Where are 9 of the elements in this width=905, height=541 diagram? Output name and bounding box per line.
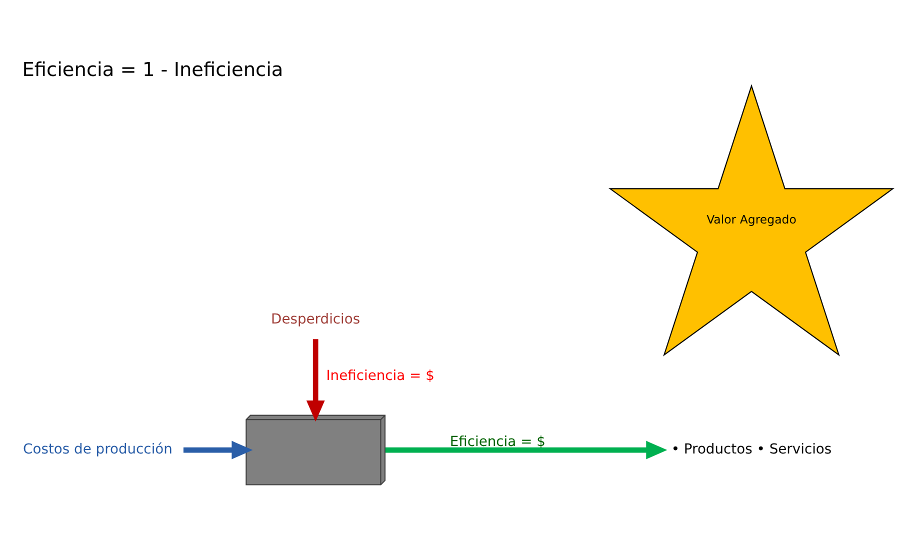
diagram-title: Eficiencia = 1 - Ineficiencia — [22, 58, 284, 81]
node-text: • Productos • Servicios — [671, 442, 832, 458]
edge-label: Eficiencia = $ — [450, 434, 546, 450]
node-text: Costos de producción — [23, 442, 172, 458]
arrow — [306, 339, 325, 422]
arrow — [183, 440, 253, 460]
edge-label: Ineficiencia = $ — [326, 368, 434, 384]
node-text: Desperdicios — [271, 311, 360, 328]
arrow — [385, 440, 668, 460]
